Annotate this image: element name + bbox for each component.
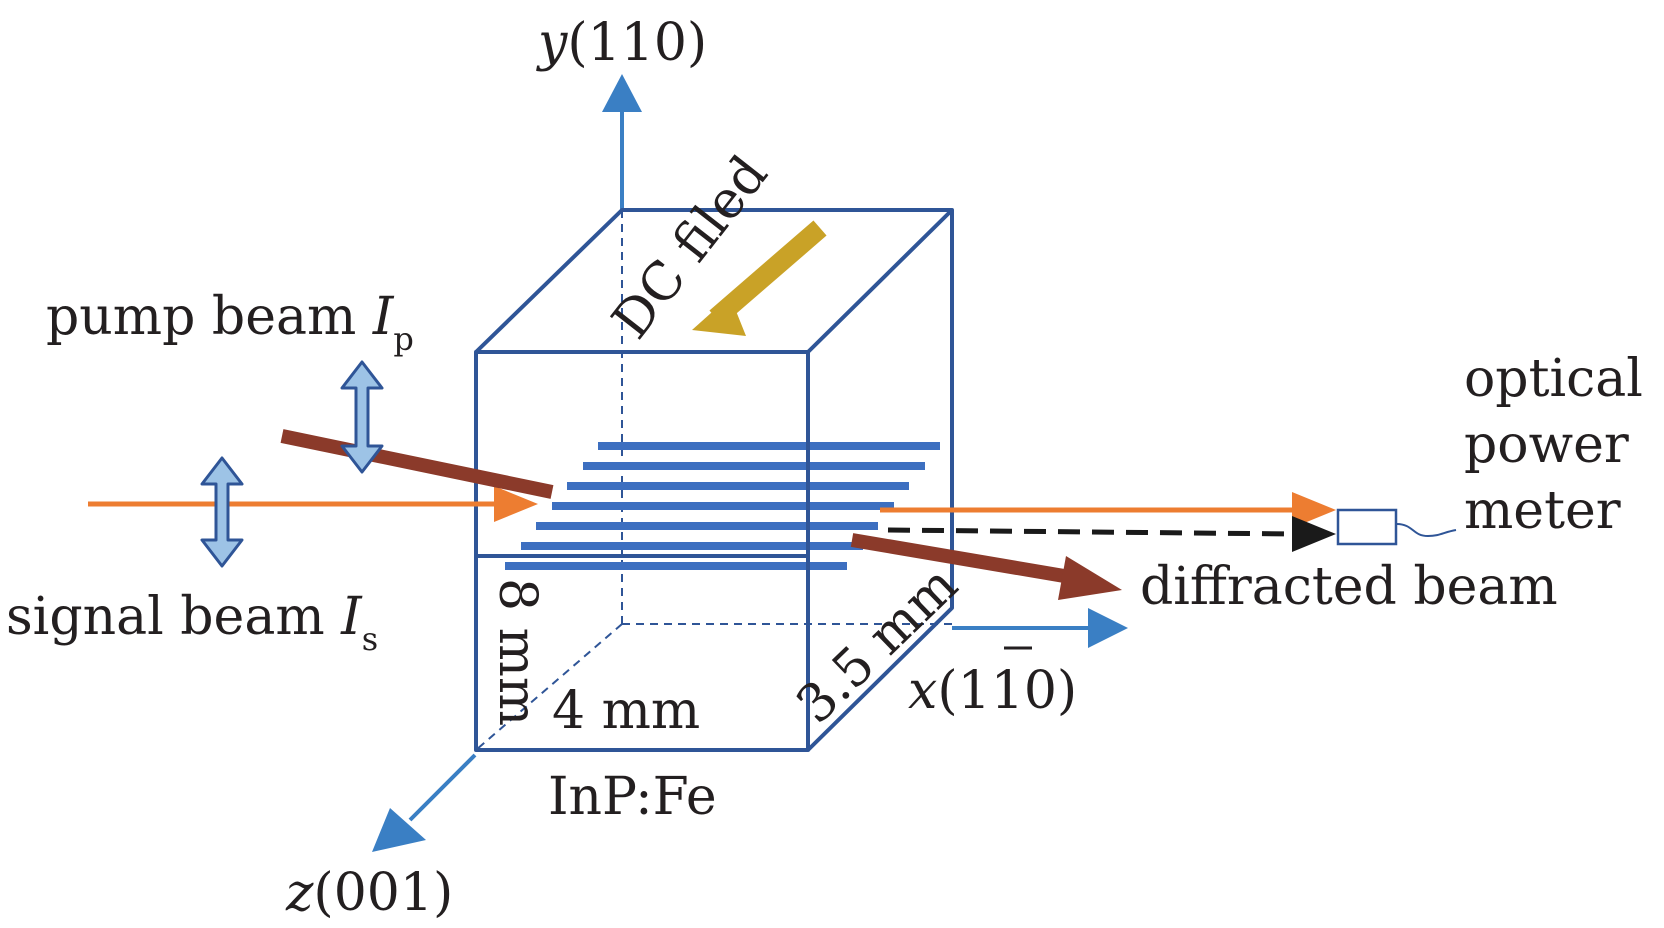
x-axis (952, 608, 1128, 648)
diffracted-pump-beam (850, 533, 1078, 585)
x-axis-arrowhead (1088, 608, 1128, 648)
z-axis-label: z(001) (285, 863, 453, 923)
y-axis-label: y(110) (536, 13, 707, 73)
power-meter-label-line-1: optical (1464, 349, 1643, 409)
power-meter-label: optical power meter (1464, 349, 1643, 541)
height-dimension-label: 8 mm (487, 578, 547, 726)
pump-beam-label: pump beam Ip (46, 287, 414, 358)
z-axis-arrowhead (372, 808, 426, 852)
pump-polarization-icon (340, 360, 384, 474)
power-meter-label-line-3: meter (1464, 481, 1621, 541)
diffracted-beam-arrowhead (1058, 556, 1122, 600)
dc-field-label: DC filed (601, 145, 780, 350)
width-dimension-label: 4 mm (552, 681, 700, 741)
signal-polarization-icon (200, 456, 244, 568)
diffracted-beam-label: diffracted beam (1140, 557, 1558, 617)
power-meter-icon (1336, 508, 1457, 546)
y-axis-arrowhead (602, 74, 642, 112)
signal-beam-arrowhead (494, 486, 538, 522)
pump-beam (280, 429, 1122, 600)
diffracted-dashed-beam (887, 516, 1336, 552)
transmitted-beam-arrowhead (1292, 492, 1336, 528)
x-axis-label: x(110) (908, 661, 1077, 721)
power-meter-label-line-2: power (1464, 415, 1629, 475)
y-axis (602, 74, 642, 210)
signal-beam-label: signal beam Is (6, 587, 378, 658)
z-axis (372, 753, 477, 852)
crystal-hidden-edges (475, 210, 952, 751)
dashed-beam-arrowhead (1292, 516, 1336, 552)
crystal-box (474, 208, 954, 752)
dc-field-arrow (692, 220, 827, 336)
material-label: InP:Fe (548, 767, 717, 827)
signal-beam (88, 486, 1336, 528)
